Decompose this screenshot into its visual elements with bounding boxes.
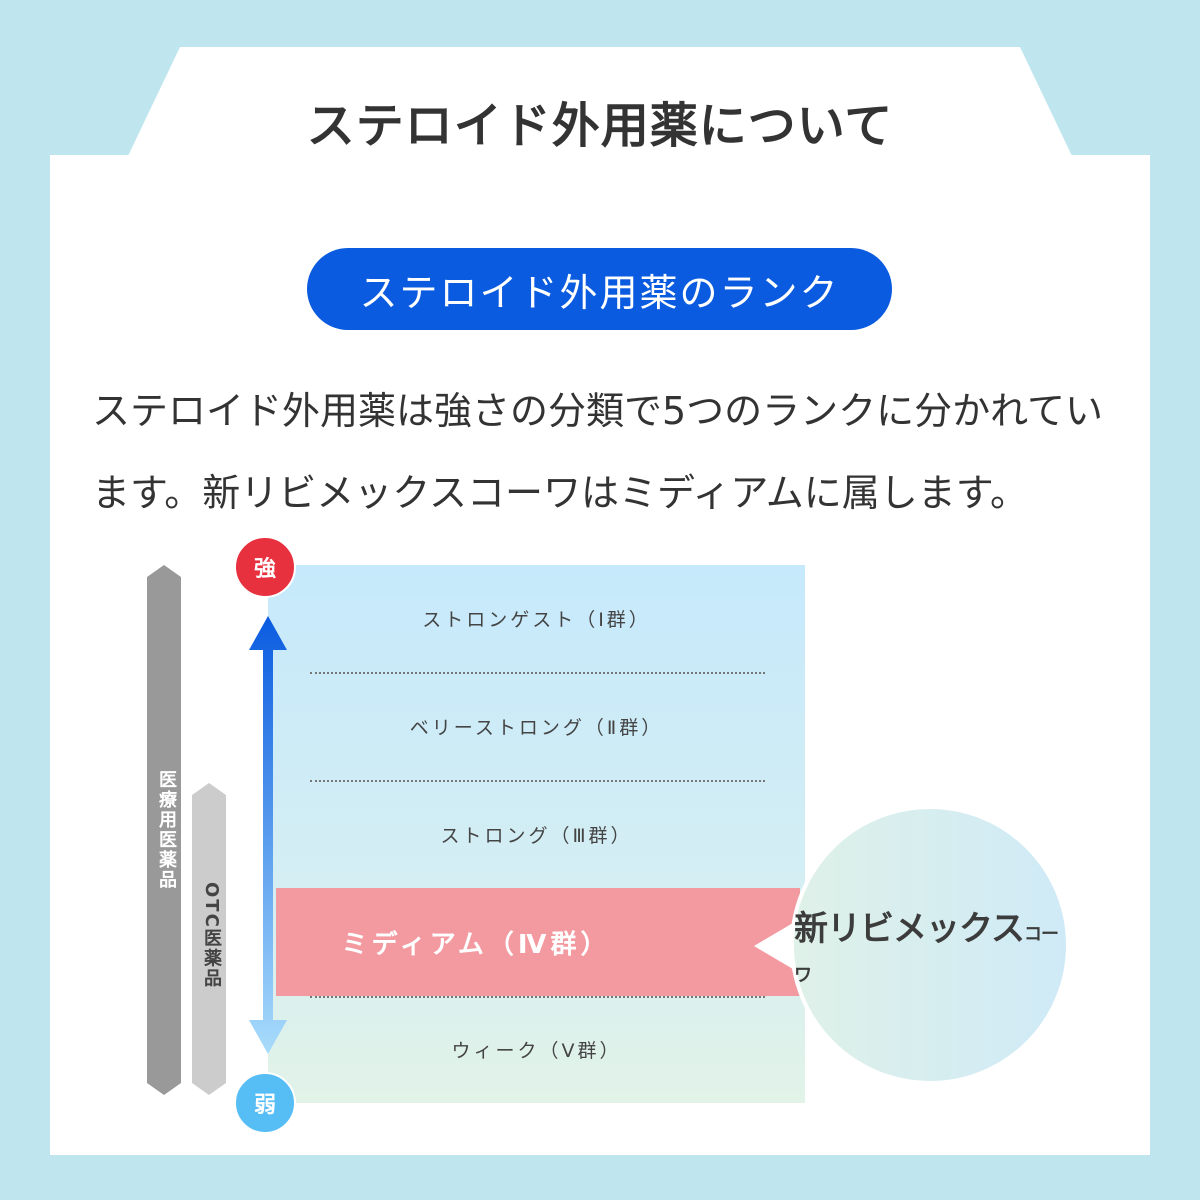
- rank-row-very-strong: ベリーストロング（Ⅱ群）: [409, 716, 664, 739]
- header-tab-shape: [128, 47, 1072, 156]
- rank-row-weak: ウィーク（Ⅴ群）: [451, 1040, 622, 1062]
- page-title: ステロイド外用薬について: [306, 98, 894, 154]
- medical-bar: [147, 565, 181, 1095]
- weak-badge: 弱: [234, 1072, 296, 1134]
- rank-row-strongest: ストロンゲスト（Ⅰ群）: [422, 609, 651, 631]
- otc-bar: [192, 783, 226, 1095]
- divider: [310, 672, 765, 674]
- rank-row-medium: ミディアム（Ⅳ群）: [341, 929, 611, 960]
- medical-label: 医療用医薬品: [156, 770, 177, 890]
- strength-arrow: [249, 616, 287, 1054]
- product-logo: 新リビメックスコーワ: [794, 908, 1059, 986]
- category-bars: [147, 565, 226, 1095]
- rank-table: ストロンゲスト（Ⅰ群） ベリーストロング（Ⅱ群） ストロング（Ⅲ群） ウィーク（…: [268, 565, 805, 1103]
- divider: [310, 996, 765, 998]
- highlight-row-medium: [276, 888, 800, 996]
- section-heading-pill: ステロイド外用薬のランク: [307, 248, 892, 330]
- otc-label: OTC医薬品: [201, 882, 222, 989]
- rank-row-strong: ストロング（Ⅲ群）: [440, 824, 633, 847]
- divider: [310, 780, 765, 782]
- product-circle: 新リビメックスコーワ: [790, 805, 1070, 1085]
- description-text: ステロイド外用薬は強さの分類で5つのランクに分かれています。新リビメックスコーワ…: [92, 389, 1104, 515]
- strong-badge: 強: [234, 536, 296, 598]
